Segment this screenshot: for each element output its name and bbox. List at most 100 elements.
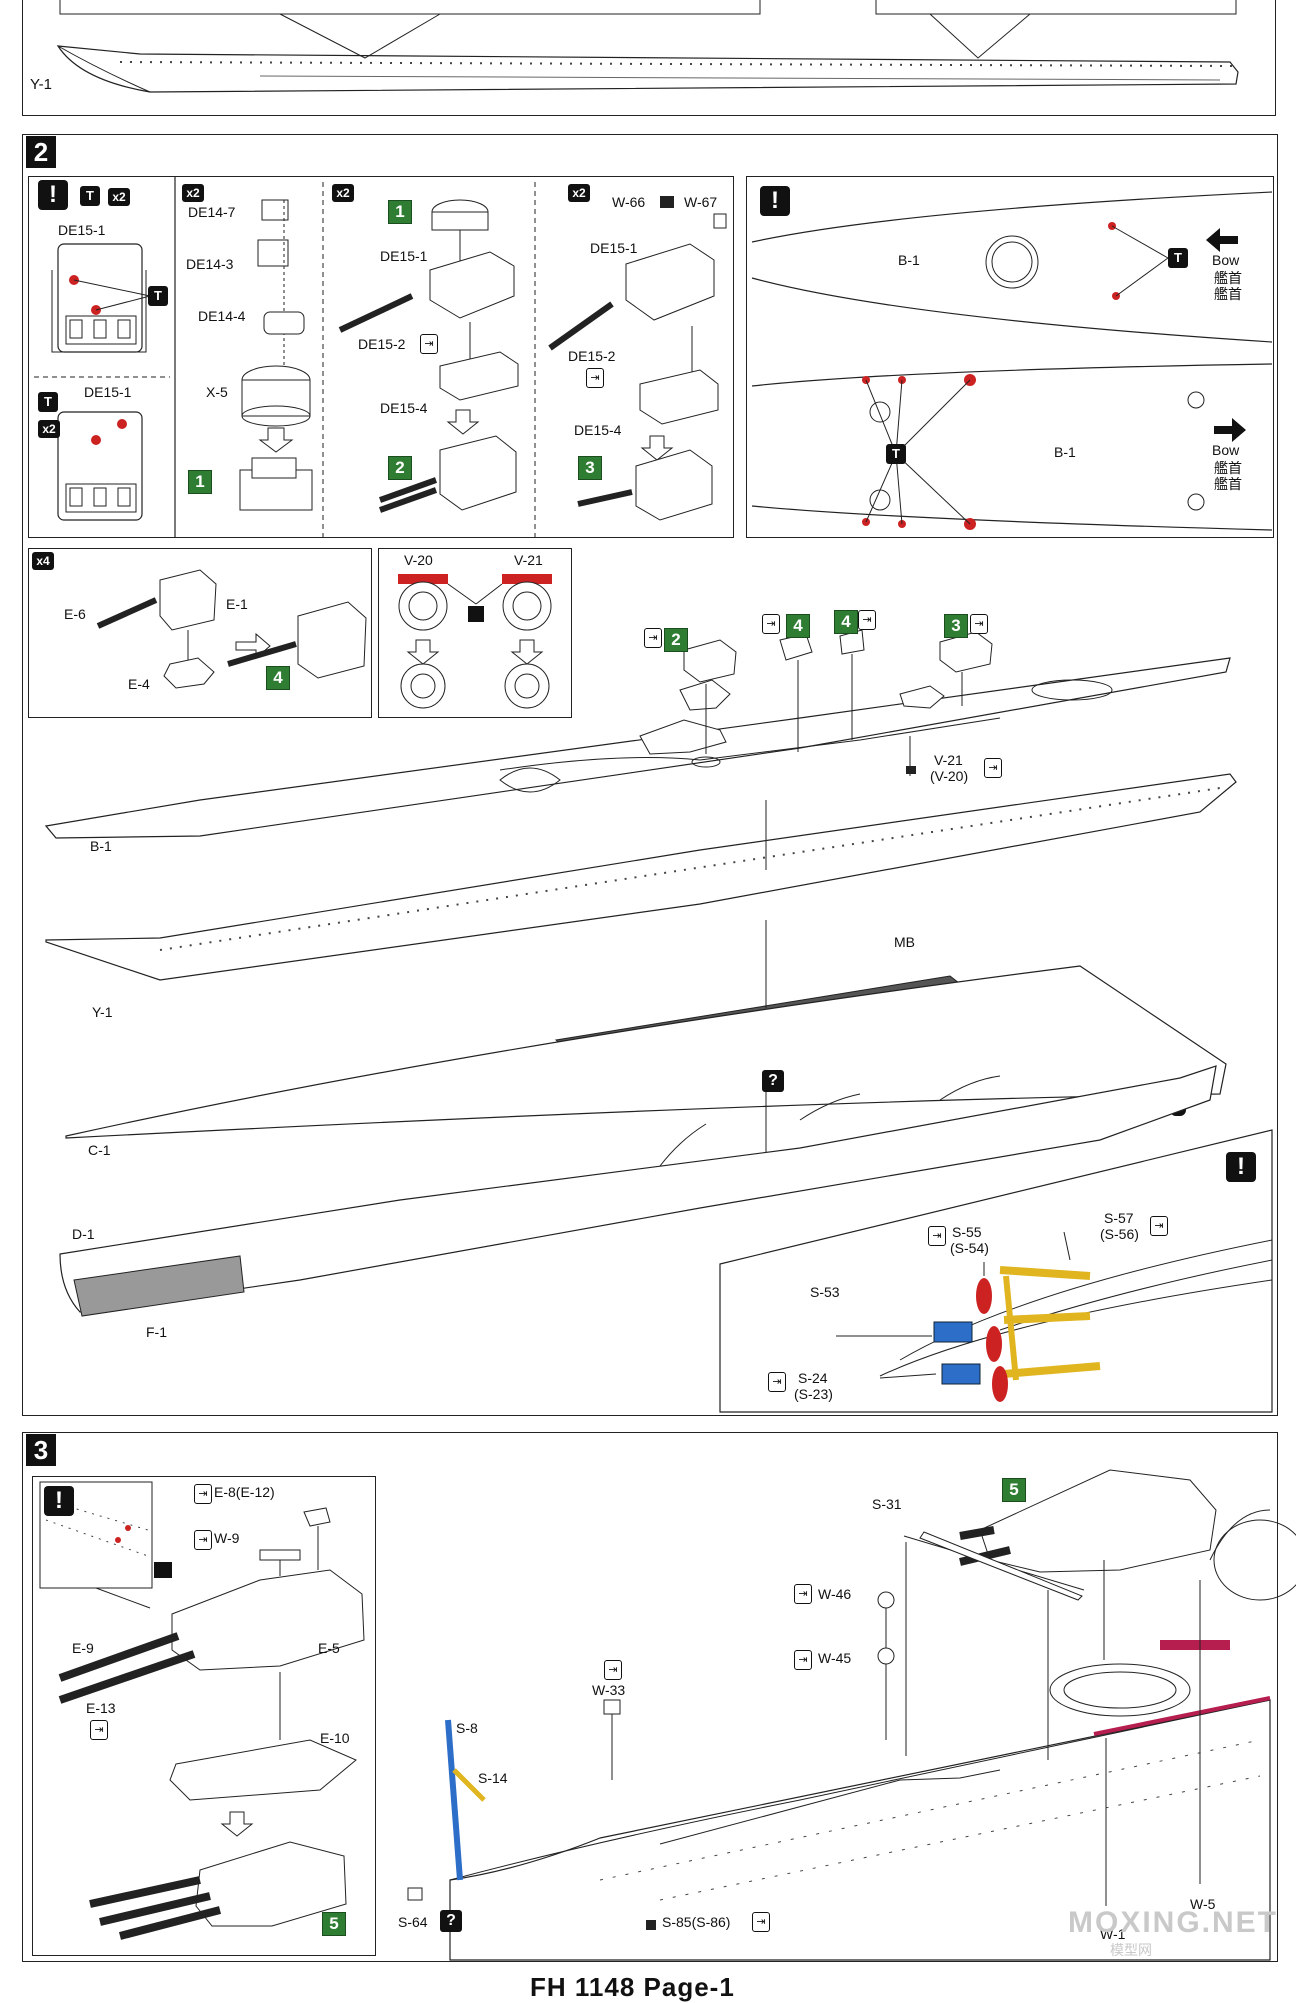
result-badge-3: 3 [578, 456, 602, 480]
callout-badge-3: 3 [944, 614, 968, 638]
turret-b-assembly [338, 199, 519, 513]
part-label-s-64: S-64 [398, 1914, 428, 1930]
step3-bow-assembly [407, 1469, 1296, 1961]
top-panel [22, 0, 1276, 116]
part-label-s-55: S-55 [952, 1224, 982, 1240]
part-label-e-13: E-13 [86, 1700, 116, 1716]
part-label-s-56: (S-56) [1100, 1226, 1139, 1242]
part-label-s-14: S-14 [478, 1770, 508, 1786]
bow-zh2-label-top: 艦首 [1214, 286, 1242, 302]
part-label-w-9: W-9 [214, 1530, 240, 1546]
part-label-w-67: W-67 [684, 194, 718, 210]
part-label-de15-4-c: DE15-4 [380, 400, 428, 416]
result-badge-5: 5 [322, 1912, 346, 1936]
part-label-e-4: E-4 [128, 676, 150, 692]
cut-icon: ⇥ [644, 628, 662, 648]
step2-subpanel-vents [378, 548, 572, 718]
multiplier-badge: x4 [32, 552, 54, 570]
part-label-w-66: W-66 [612, 194, 646, 210]
cut-icon: ⇥ [794, 1650, 812, 1670]
cut-icon: ⇥ [194, 1530, 212, 1550]
glue-icon: T [1168, 248, 1188, 268]
multiplier-badge: x2 [332, 184, 354, 202]
part-label-v-21: V-21 [514, 552, 543, 568]
part-label-e-8: E-8(E-12) [214, 1484, 275, 1500]
aa-mount-assembly [239, 199, 313, 511]
callout-badge-2: 2 [664, 628, 688, 652]
deck-part-label-top: B-1 [898, 252, 920, 268]
bow-zh-label-top: 艦首 [1214, 270, 1242, 286]
part-label-de14-3: DE14-3 [186, 256, 234, 272]
cut-icon: ⇥ [794, 1584, 812, 1604]
part-label-de15-2-c: DE15-2 [358, 336, 406, 352]
secondary-turret-assembly [96, 569, 367, 689]
part-label-mb: MB [894, 934, 915, 950]
callout-badge-4a: 4 [786, 614, 810, 638]
part-label-v-21-main: V-21 [934, 752, 963, 768]
part-label-de14-4: DE14-4 [198, 308, 246, 324]
part-label-e-10: E-10 [320, 1730, 350, 1746]
multiplier-badge: x2 [38, 420, 60, 438]
step3-number: 3 [26, 1434, 56, 1466]
part-label-de15-1-bottom: DE15-1 [84, 384, 132, 400]
bow-label-bottom: Bow [1212, 442, 1240, 458]
part-label-x-5: X-5 [206, 384, 228, 400]
step2-hull-exploded-view [44, 629, 1237, 1317]
caution-icon: ! [44, 1486, 74, 1516]
multiplier-badge: x2 [568, 184, 590, 202]
cut-icon: ⇥ [420, 334, 438, 354]
step2-subpanel-dividers [34, 176, 536, 538]
part-label-s-31: S-31 [872, 1496, 902, 1512]
result-badge-1: 1 [188, 470, 212, 494]
step2-frame [22, 134, 1278, 1416]
part-label-s-85: S-85(S-86) [662, 1914, 731, 1930]
caution-icon: ! [1226, 1152, 1256, 1182]
cut-icon: ⇥ [928, 1226, 946, 1246]
question-icon: ? [762, 1070, 784, 1092]
cut-icon: ⇥ [762, 614, 780, 634]
step2-subpanel-turrets [28, 176, 734, 538]
part-label-de14-7: DE14-7 [188, 204, 236, 220]
part-label-de15-2-d: DE15-2 [568, 348, 616, 364]
part-label-e-5: E-5 [318, 1640, 340, 1656]
cut-icon: ⇥ [858, 610, 876, 630]
step3-frame [22, 1432, 1278, 1962]
turret-c-assembly [548, 196, 727, 521]
glue-icon: T [38, 392, 58, 412]
part-label-s-23: (S-23) [794, 1386, 833, 1402]
cut-icon: ⇥ [752, 1912, 770, 1932]
part-label-de15-1-top: DE15-1 [58, 222, 106, 238]
part-label-e-6: E-6 [64, 606, 86, 622]
part-label-w-46: W-46 [818, 1586, 852, 1602]
propeller-inset [719, 1129, 1273, 1413]
multiplier-badge: x2 [108, 188, 130, 206]
cut-icon: ⇥ [586, 368, 604, 388]
part-label-d-1: D-1 [72, 1226, 95, 1242]
vent-parts-drawing [398, 574, 552, 709]
result-badge-2: 2 [388, 456, 412, 480]
cut-icon: ⇥ [1150, 1216, 1168, 1236]
part-label-v-20-main: (V-20) [930, 768, 969, 784]
deck-part-label-bottom: B-1 [1054, 444, 1076, 460]
step2-subpanel-secondary [28, 548, 372, 718]
watermark: MOXING.NET [1068, 1906, 1279, 1939]
part-label-s-8: S-8 [456, 1720, 478, 1736]
cut-icon: ⇥ [90, 1720, 108, 1740]
watermark-sub: 模型网 [1110, 1942, 1152, 1958]
caution-icon: ! [38, 180, 68, 210]
top-hull-drawing [56, 0, 1239, 93]
part-label-s-24: S-24 [798, 1370, 828, 1386]
cut-icon: ⇥ [604, 1660, 622, 1680]
part-label-b-1-main: B-1 [90, 838, 112, 854]
bow-zh2-label-bottom: 艦首 [1214, 476, 1242, 492]
part-label-f-1: F-1 [146, 1324, 167, 1340]
part-label-w-1: W-1 [1100, 1926, 1126, 1942]
part-label-de15-1-c: DE15-1 [380, 248, 428, 264]
result-badge-4: 4 [266, 666, 290, 690]
glue-icon: T [886, 444, 906, 464]
callout-badge-5: 5 [1002, 1478, 1026, 1502]
step2-deck-note-panel [746, 176, 1274, 538]
caution-icon: ! [760, 186, 790, 216]
part-label-w-33: W-33 [592, 1682, 626, 1698]
glue-icon: T [148, 286, 168, 306]
